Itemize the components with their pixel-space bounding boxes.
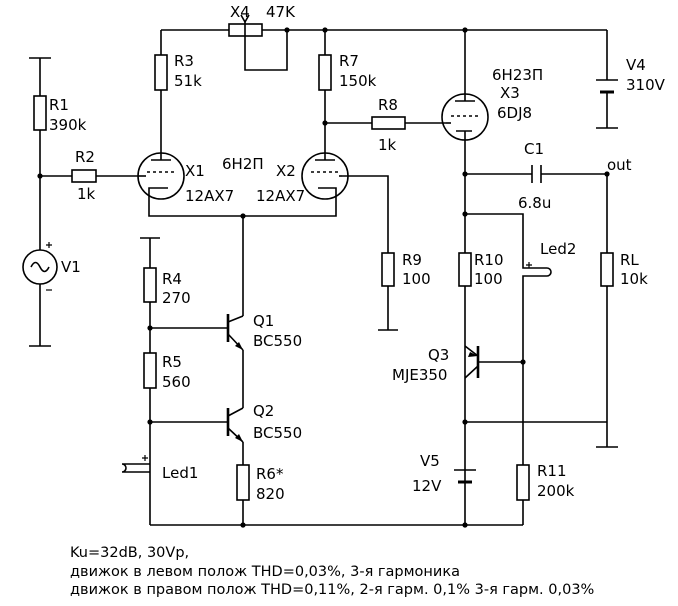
label-r2-value: 1k	[77, 185, 96, 203]
label-v4-ref: V4	[626, 56, 646, 74]
component-labels: X4 47K R3 51k R7 150k R8 1k R1 390k R2 1…	[49, 3, 666, 503]
label-q3-ref: Q3	[428, 346, 449, 364]
resistor-r6	[236, 464, 250, 501]
label-x3-type: 6DJ8	[497, 104, 532, 122]
label-q1-ref: Q1	[253, 312, 274, 330]
label-c1-ref: C1	[524, 140, 544, 158]
label-r4-value: 270	[162, 289, 191, 307]
tube-x1	[137, 152, 185, 200]
resistors	[33, 14, 614, 501]
label-r11-ref: R11	[537, 462, 567, 480]
label-r1-value: 390k	[49, 116, 87, 134]
resistor-r1	[33, 95, 47, 131]
label-r1-ref: R1	[49, 96, 69, 114]
label-led2-ref: Led2	[540, 240, 576, 258]
label-out: out	[607, 156, 632, 174]
wires	[39, 22, 608, 526]
label-q2-type: BC550	[253, 424, 302, 442]
label-x2-ru-type: 6Н2П	[222, 155, 264, 173]
pot-wiper-arrow	[240, 14, 250, 23]
resistor-r3	[154, 54, 168, 91]
label-x4-ref: X4	[230, 3, 250, 21]
label-q3-type: MJE350	[392, 366, 447, 384]
battery-v5	[454, 469, 476, 484]
label-c1-value: 6.8u	[518, 194, 551, 212]
resistor-rl	[600, 252, 614, 287]
label-rl-value: 10k	[620, 270, 648, 288]
label-x2-type: 12AX7	[256, 187, 305, 205]
label-r4-ref: R4	[162, 270, 182, 288]
label-r8-ref: R8	[378, 96, 398, 114]
capacitor-c1	[531, 165, 542, 183]
transistor-q1	[226, 314, 244, 351]
label-r10-ref: R10	[474, 251, 504, 269]
label-q1-type: BC550	[253, 332, 302, 350]
resistor-r8	[371, 116, 406, 130]
label-r5-value: 560	[162, 373, 191, 391]
label-r6-value: 820	[256, 485, 285, 503]
label-r6-ref: R6*	[256, 465, 284, 483]
label-q2-ref: Q2	[253, 402, 274, 420]
resistor-r4	[143, 267, 157, 303]
label-v4-value: 310V	[626, 76, 666, 94]
transistor-q2	[226, 407, 244, 443]
label-x4-value: 47K	[266, 3, 296, 21]
label-r5-ref: R5	[162, 353, 182, 371]
junction-dots	[37, 27, 610, 528]
label-r3-value: 51k	[174, 72, 202, 90]
label-v1-ref: V1	[61, 258, 81, 276]
label-x2-ref: X2	[276, 162, 296, 180]
resistor-r7	[318, 54, 332, 91]
label-x1-type: 12AX7	[185, 187, 234, 205]
ground-symbols	[29, 57, 618, 448]
tube-x2	[301, 152, 349, 200]
label-r2-ref: R2	[75, 148, 95, 166]
label-r7-value: 150k	[339, 72, 377, 90]
note-line-right-position: движок в правом полож THD=0,11%, 2-я гар…	[70, 582, 595, 598]
potentiometer-x4	[228, 23, 263, 37]
transistor-q3	[464, 345, 523, 379]
label-x1-ref: X1	[185, 162, 205, 180]
led-led1	[121, 455, 150, 473]
label-r8-value: 1k	[378, 136, 397, 154]
label-r3-ref: R3	[174, 52, 194, 70]
measurement-notes: Ku=32dB, 30Vp, движок в левом полож THD=…	[70, 544, 594, 600]
label-x3-ref: X3	[500, 84, 520, 102]
label-r11-value: 200k	[537, 482, 575, 500]
tube-x3	[441, 93, 489, 141]
led-led2	[522, 262, 552, 287]
label-r9-ref: R9	[402, 251, 422, 269]
label-v5-value: 12V	[412, 477, 442, 495]
note-line-left-position: движок в левом полож THD=0,03%, 3-я гарм…	[70, 563, 460, 580]
battery-v4	[596, 79, 618, 94]
label-x3-ru-type: 6Н23П	[492, 66, 543, 84]
label-r9-value: 100	[402, 270, 431, 288]
schematic-diagram: X4 47K R3 51k R7 150k R8 1k R1 390k R2 1…	[22, 3, 666, 528]
label-r7-ref: R7	[339, 52, 359, 70]
label-led1-ref: Led1	[162, 464, 198, 482]
resistor-r5	[143, 352, 157, 389]
resistor-r2	[71, 169, 97, 183]
label-r10-value: 100	[474, 270, 503, 288]
label-rl-ref: RL	[620, 251, 639, 269]
label-v5-ref: V5	[420, 452, 440, 470]
signal-source-v1	[22, 242, 58, 291]
note-line-gain: Ku=32dB, 30Vp,	[70, 545, 190, 561]
resistor-r9	[381, 252, 395, 287]
resistor-r10	[458, 252, 472, 287]
resistor-r11	[516, 464, 530, 501]
